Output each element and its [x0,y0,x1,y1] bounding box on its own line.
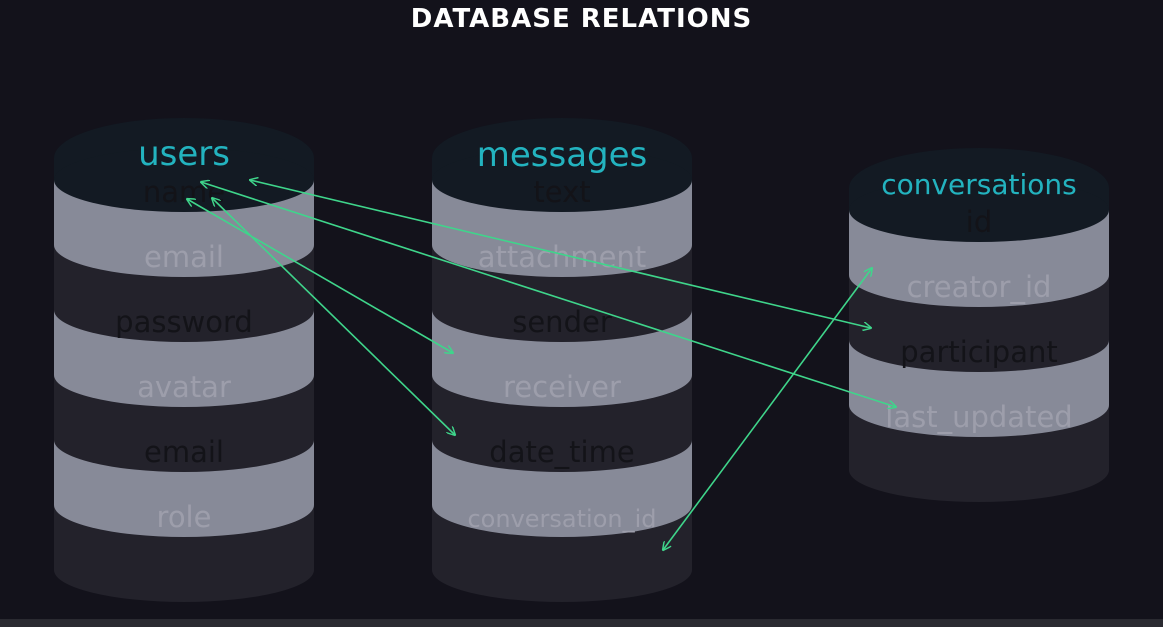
field-label: id [966,205,992,239]
field-label: password [115,305,253,339]
field-label: text [533,175,590,209]
table-title: users [138,134,230,174]
table-messages: messagestextattachmentsenderreceiverdate… [432,118,692,602]
relation-arrow [663,268,872,550]
field-label: participant [900,335,1057,369]
field-label: email [144,240,224,274]
field-label: creator_id [907,270,1052,304]
field-label: date_time [489,435,634,469]
field-label: email [144,435,224,469]
field-label: avatar [137,370,231,404]
table-conversations: conversations id creator_id participant last… [849,148,1109,502]
field-label: receiver [503,370,621,404]
field-label: last_updated [885,400,1072,434]
relations-layer [187,180,896,550]
table-cap-bottom [849,178,1109,242]
table-title: conversations [881,168,1077,201]
field-label: name [143,175,225,209]
page-title: DATABASE RELATIONS [410,4,753,34]
table-title: messages [477,135,648,175]
bottom-bar [0,619,1163,627]
field-label: role [157,500,212,534]
field-label: conversation_id [467,505,656,533]
